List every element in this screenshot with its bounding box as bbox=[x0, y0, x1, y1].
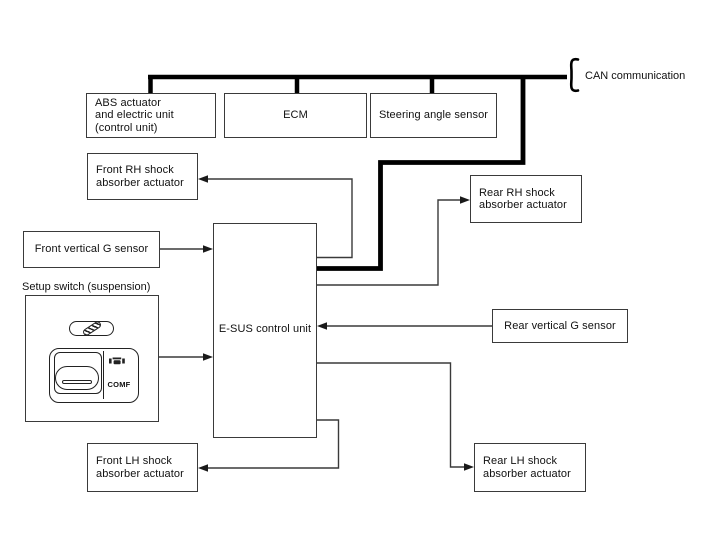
node-abs-line3: (control unit) bbox=[95, 121, 158, 134]
sport-mode-icon bbox=[109, 357, 125, 365]
node-rear-g-label: Rear vertical G sensor bbox=[504, 319, 616, 332]
node-rear-rh-line2: absorber actuator bbox=[479, 199, 567, 211]
comf-mode-label: COMF bbox=[107, 380, 131, 389]
node-front-rh-line2: absorber actuator bbox=[96, 176, 184, 189]
node-front-rh-shock: Front RH shock absorber actuator bbox=[87, 153, 198, 200]
arrow-front-lh bbox=[198, 464, 208, 472]
node-rear-vertical-g-sensor: Rear vertical G sensor bbox=[492, 309, 628, 343]
line-esus-to-front-lh bbox=[207, 419, 340, 469]
node-front-lh-line2: absorber actuator bbox=[96, 467, 184, 480]
node-ecm: ECM bbox=[224, 93, 367, 138]
arrow-front-g bbox=[203, 245, 213, 253]
node-ecm-label: ECM bbox=[283, 109, 308, 122]
node-front-vertical-g-sensor: Front vertical G sensor bbox=[23, 231, 160, 268]
line-esus-to-rear-lh bbox=[317, 362, 465, 468]
node-steering-label: Steering angle sensor bbox=[378, 109, 489, 122]
node-front-rh-line1: Front RH shock bbox=[96, 164, 174, 177]
node-rear-lh-line2: absorber actuator bbox=[483, 467, 571, 480]
setup-switch-rocker[interactable]: COMF bbox=[49, 348, 139, 403]
rocker-slot bbox=[62, 380, 92, 384]
arrow-setup-switch bbox=[203, 353, 213, 361]
setup-switch-indicator-button[interactable] bbox=[69, 320, 114, 337]
line-esus-to-rear-rh bbox=[317, 199, 461, 286]
node-abs-line2: and electric unit bbox=[95, 109, 174, 122]
node-abs-actuator: ABS actuator and electric unit (control … bbox=[86, 93, 216, 138]
can-bus-end-brace bbox=[569, 57, 580, 93]
node-front-lh-shock: Front LH shock absorber actuator bbox=[87, 443, 198, 492]
node-esus-label: E-SUS control unit bbox=[218, 323, 312, 335]
node-front-g-label: Front vertical G sensor bbox=[34, 243, 149, 256]
node-rear-lh-line1: Rear LH shock bbox=[483, 455, 558, 468]
rocker-knob[interactable] bbox=[55, 366, 99, 390]
arrow-rear-g bbox=[317, 322, 327, 330]
arrow-rear-lh bbox=[464, 463, 474, 471]
node-front-lh-line1: Front LH shock bbox=[96, 455, 172, 468]
can-communication-label: CAN communication bbox=[585, 70, 686, 82]
node-rear-rh-line1: Rear RH shock bbox=[479, 186, 555, 199]
node-setup-switch: COMF bbox=[25, 295, 159, 422]
node-rear-lh-shock: Rear LH shock absorber actuator bbox=[474, 443, 586, 492]
node-abs-line1: ABS actuator bbox=[95, 97, 162, 110]
can-branch-esus bbox=[317, 75, 526, 271]
arrow-front-rh bbox=[198, 175, 208, 183]
setup-switch-label: Setup switch (suspension) bbox=[22, 281, 151, 293]
line-esus-to-front-rh bbox=[207, 178, 353, 259]
node-esus-control-unit: E-SUS control unit bbox=[213, 223, 317, 438]
node-rear-rh-shock: Rear RH shock absorber actuator bbox=[470, 175, 582, 223]
node-steering-angle-sensor: Steering angle sensor bbox=[370, 93, 497, 138]
rocker-divider bbox=[103, 351, 104, 399]
arrow-rear-rh bbox=[460, 196, 470, 204]
diagonal-stripe-icon bbox=[81, 320, 102, 337]
